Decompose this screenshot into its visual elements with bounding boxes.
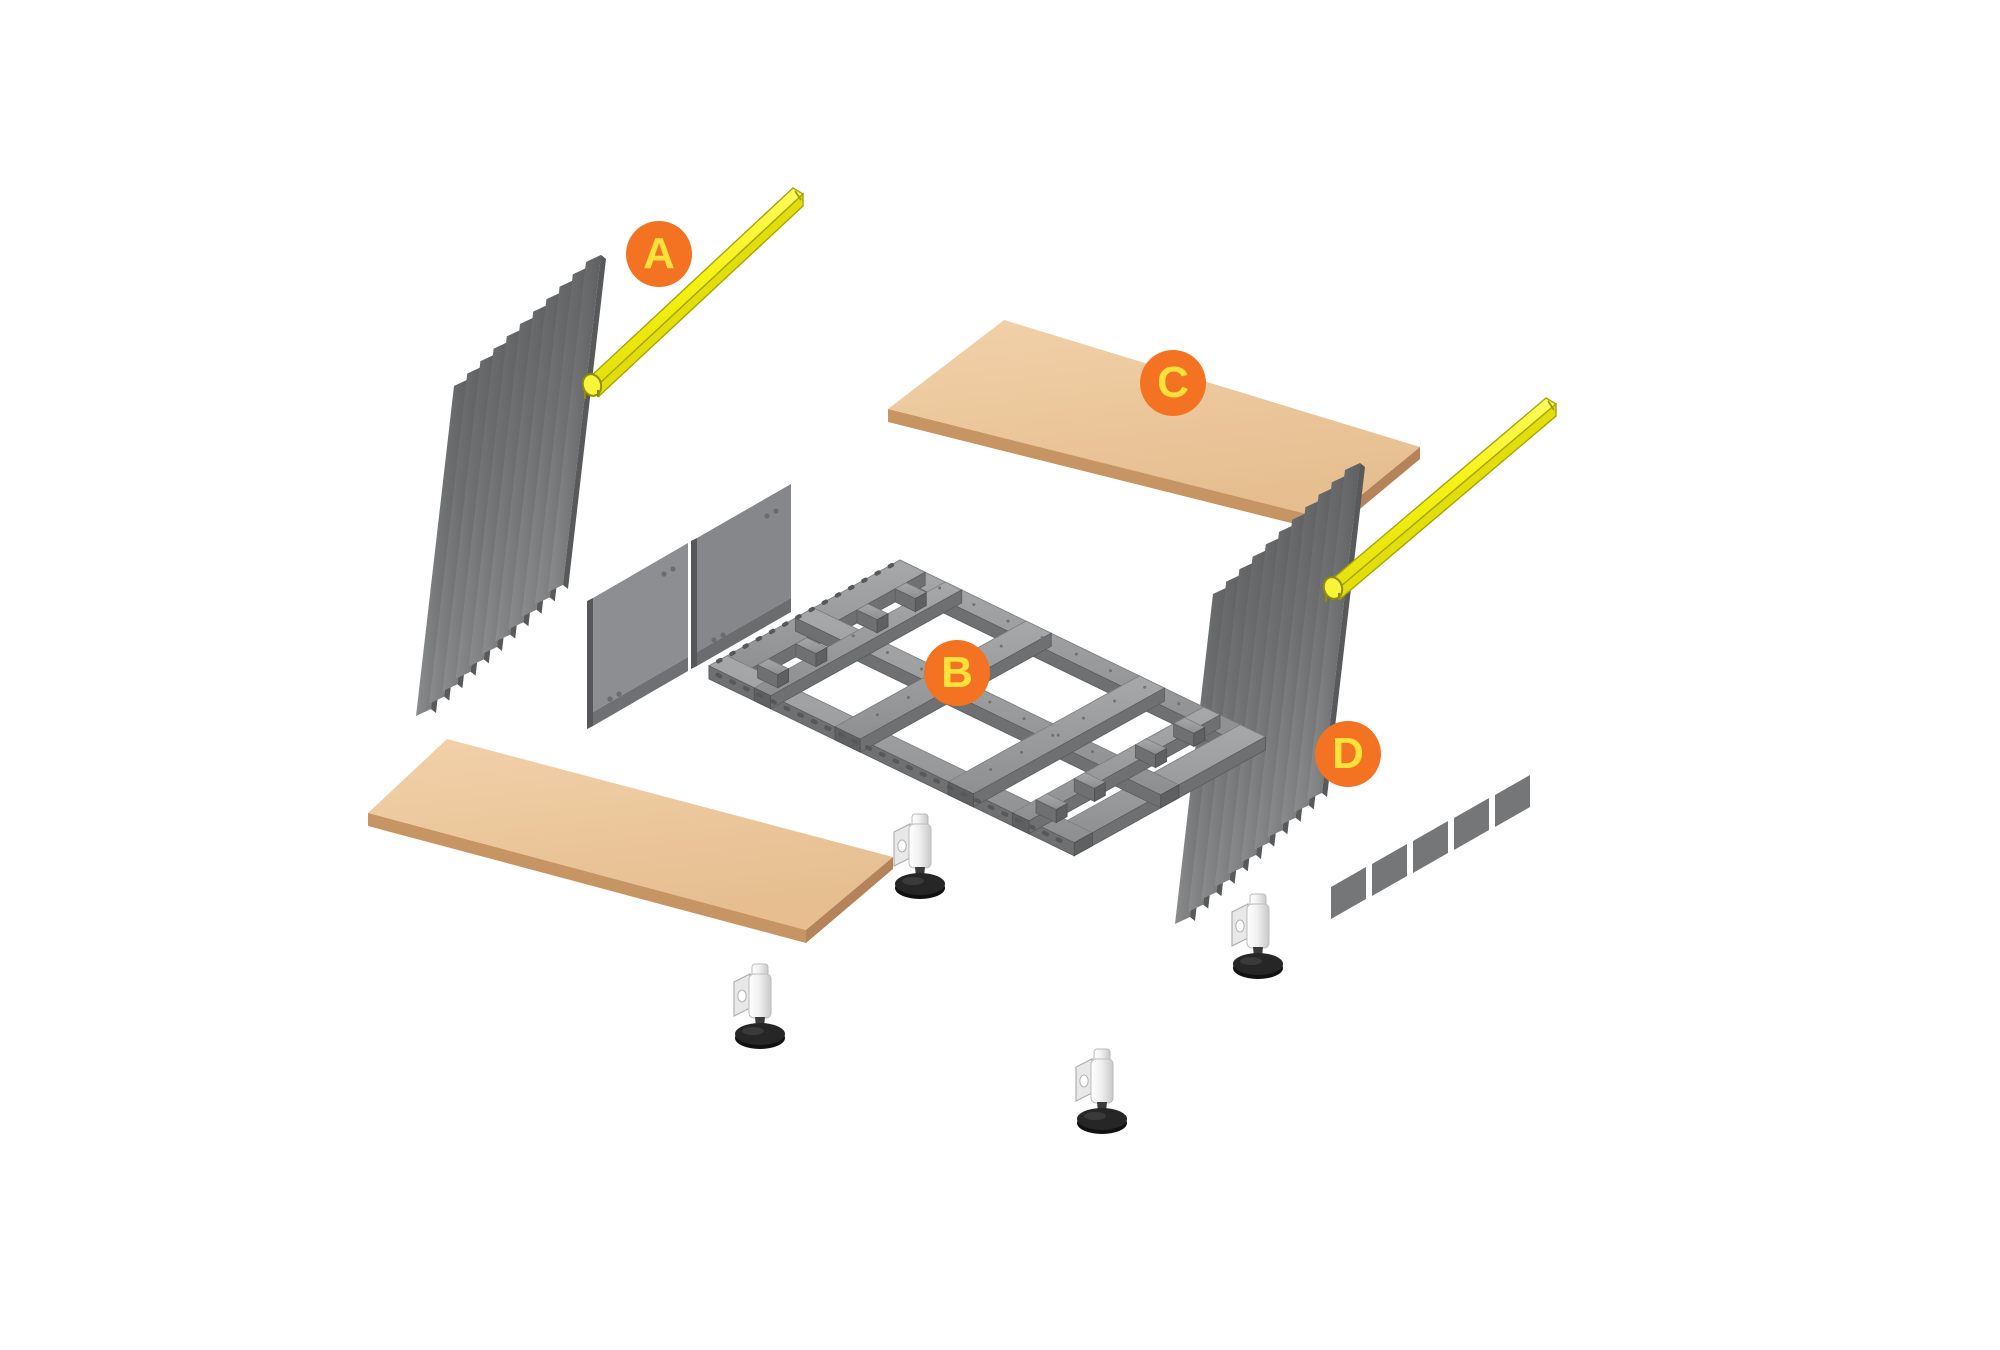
levelling-feet-group[interactable] (733, 813, 1283, 1134)
panel-a-bottom-rail-far (691, 484, 791, 669)
part-d-yellow-tube-rail[interactable] (1321, 397, 1558, 602)
frame-perforations (715, 562, 1063, 844)
levelling-foot[interactable] (1075, 1048, 1127, 1134)
levelling-foot[interactable] (1231, 893, 1283, 979)
part-a-yellow-tube-rail[interactable] (580, 187, 805, 399)
callout-b-label: B (941, 648, 973, 697)
part-d-slatted-panel[interactable] (1175, 397, 1558, 924)
levelling-foot[interactable] (893, 813, 945, 899)
levelling-foot[interactable] (733, 963, 785, 1049)
panel-d-foot-blocks (1331, 775, 1530, 919)
panel-d-slats (1175, 463, 1365, 924)
callout-d[interactable]: D (1315, 721, 1381, 787)
callout-b[interactable]: B (924, 640, 990, 706)
callout-c-label: C (1157, 358, 1189, 407)
base-frame-grid (708, 559, 1267, 857)
callout-c[interactable]: C (1140, 350, 1206, 416)
panel-a-bottom-rail-near (587, 543, 688, 729)
part-a-slatted-panel[interactable] (416, 187, 805, 729)
part-b-base-frame[interactable] (708, 559, 1267, 857)
part-c2-wood-board-front[interactable] (368, 739, 893, 943)
callout-a-label: A (643, 229, 675, 278)
callout-a[interactable]: A (626, 221, 692, 287)
panel-a-slats (416, 255, 606, 716)
callout-d-label: D (1332, 729, 1364, 778)
